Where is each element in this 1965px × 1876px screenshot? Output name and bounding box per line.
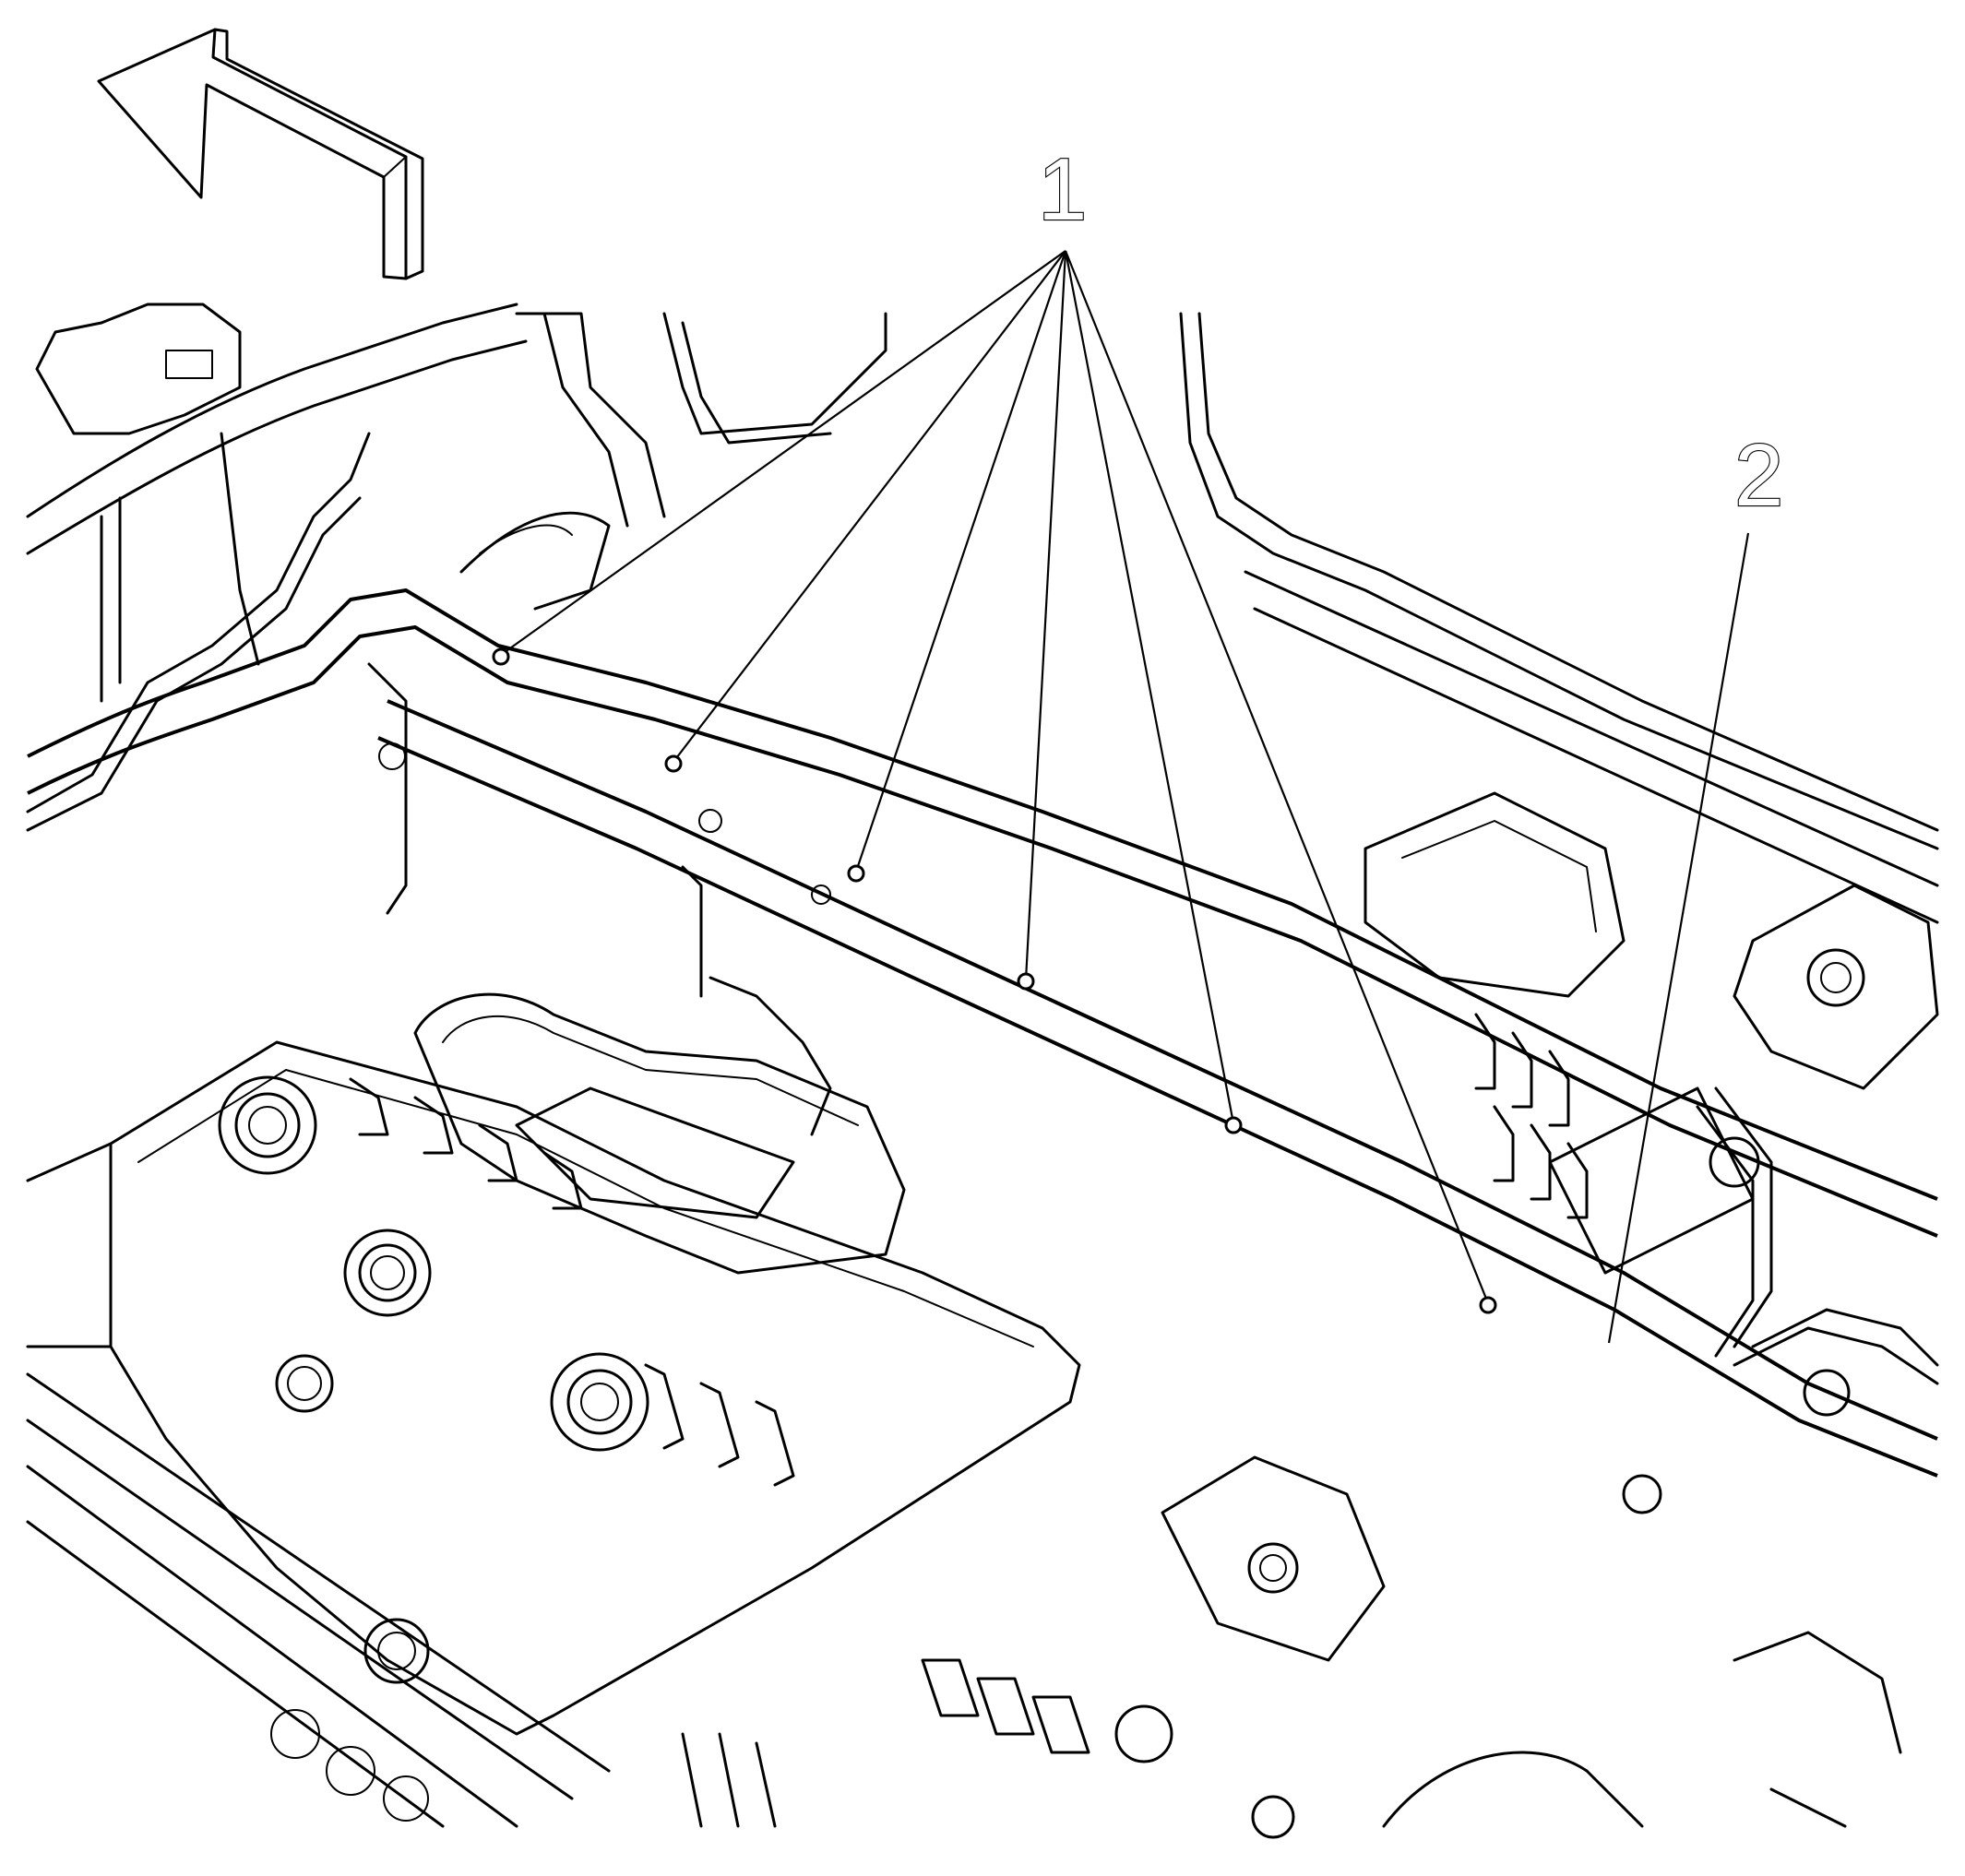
callout-label-1: 1 — [1038, 140, 1087, 239]
callout-2-leader — [1607, 532, 1750, 1344]
right-quarter-panel — [1696, 1086, 1939, 1385]
callout-1-fasteners — [492, 647, 1497, 1314]
floor-panel-drawing — [26, 303, 1939, 1839]
lower-right-structure — [681, 1455, 1902, 1839]
floor-cross-member — [27, 588, 1938, 1478]
rear-seat-area — [459, 312, 1939, 924]
centre-tunnel — [413, 976, 906, 1275]
right-floor-pan — [1364, 791, 1939, 1514]
left-floor-pan — [26, 1040, 1081, 1736]
front-direction-arrow-icon — [97, 28, 424, 280]
callout-label-2: 2 — [1734, 426, 1783, 525]
lower-left-rocker — [26, 1372, 611, 1828]
callout-1-leaders — [500, 250, 1490, 1304]
